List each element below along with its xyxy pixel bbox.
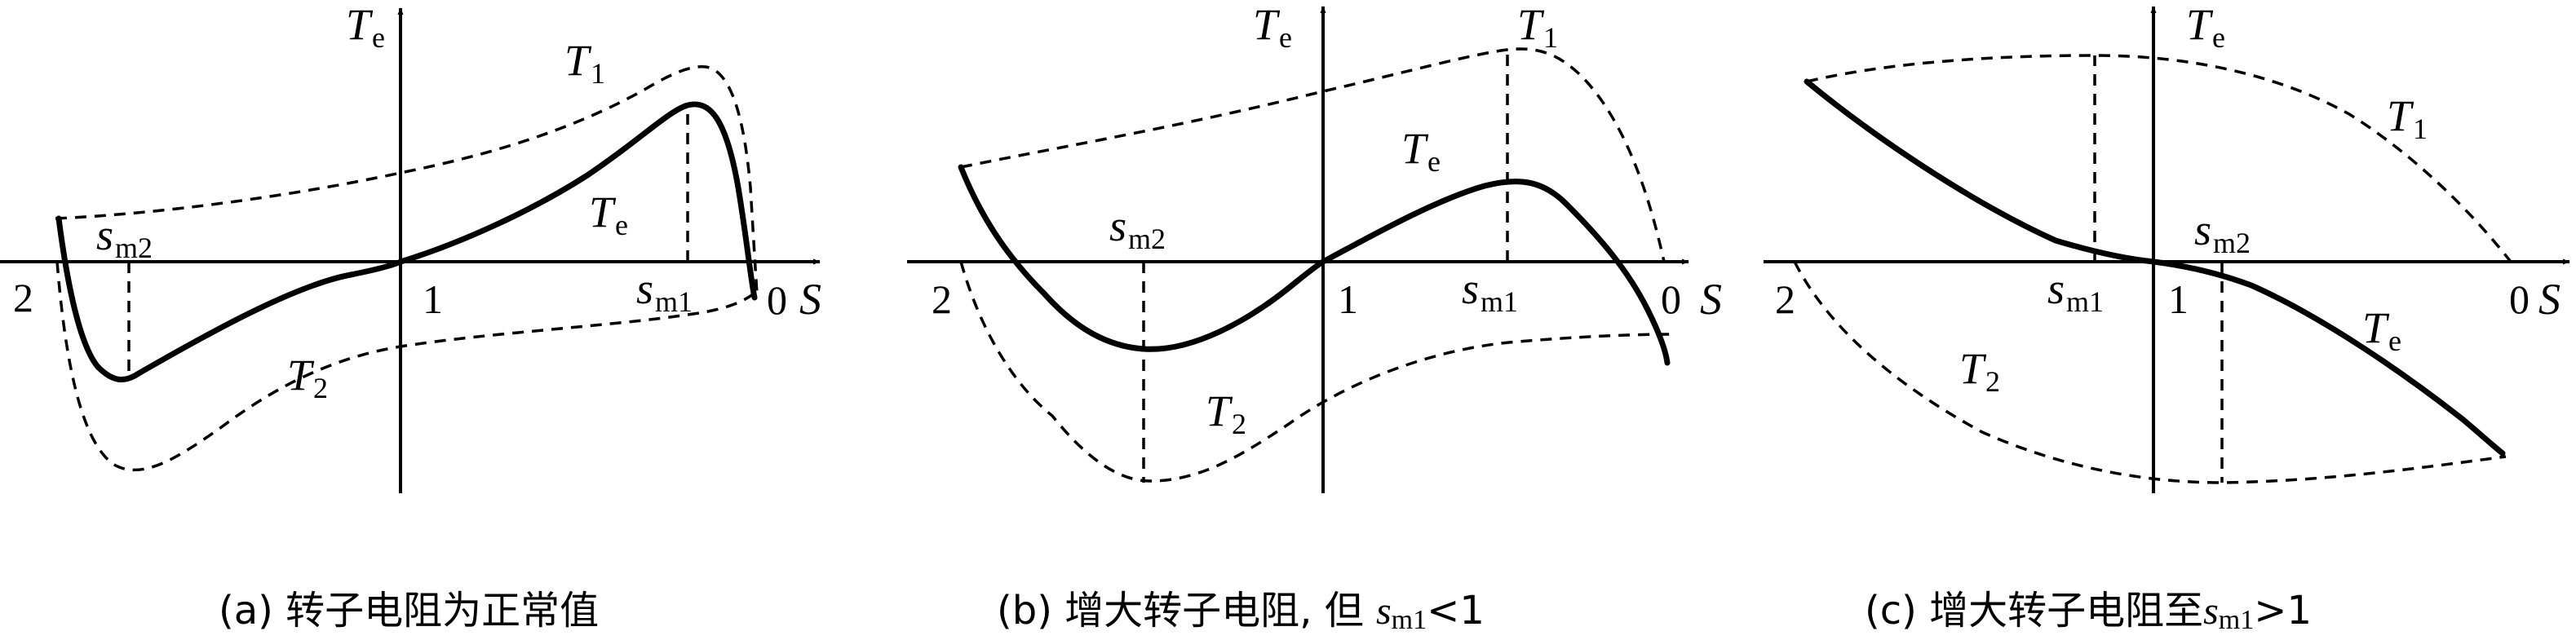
panel-c-caption-sub: m1	[2219, 605, 2254, 635]
panel-a-tick-2: 2	[13, 275, 33, 320]
panel-b-label-t1-sub: 1	[1543, 21, 1558, 54]
panel-c-curve-t2	[1793, 261, 2507, 484]
svg-text:Te: Te	[346, 0, 385, 54]
panel-b-label-sm1: s	[1462, 264, 1479, 313]
panel-a-label-sm1-sub: m1	[655, 285, 693, 318]
svg-text:T1: T1	[1517, 0, 1558, 54]
svg-text:T2: T2	[287, 351, 328, 404]
panel-a-tick-1: 1	[423, 276, 443, 322]
panel-b-label-t2-sub: 2	[1232, 408, 1246, 440]
svg-text:T1: T1	[2387, 91, 2428, 145]
panel-b-label-t2: T	[1206, 386, 1233, 435]
panel-c-label-te: T	[2362, 303, 2390, 352]
panel-c-label-t1-sub: 1	[2413, 113, 2428, 145]
panel-c-label-sm2-sub: m2	[2213, 227, 2251, 259]
panel-c-label-te-sub: e	[2388, 324, 2401, 357]
panel-b-caption-rel: <1	[1427, 588, 1485, 633]
panel-a-label-te: T	[589, 188, 617, 236]
panel-c-tick-0: 0	[2509, 276, 2530, 322]
svg-text:T2: T2	[1959, 344, 2000, 398]
panel-b-curve-te	[958, 164, 1671, 366]
svg-text:Te: Te	[2362, 303, 2401, 357]
svg-text:(c) 增大转子电阻至sm1>1: (c) 增大转子电阻至sm1>1	[1865, 588, 2312, 635]
panel-a-label-sm2-sub: m2	[115, 232, 153, 264]
svg-text:Te: Te	[589, 188, 628, 241]
panel-b-label-te-sub: e	[1427, 145, 1441, 178]
panel-c-caption-rel: >1	[2254, 588, 2312, 633]
panel-c-label-t2-sub: 2	[1985, 365, 2000, 398]
panel-c-label-sm1: s	[2047, 264, 2065, 313]
panel-a-y-axis-label: T	[346, 0, 374, 49]
panel-c-label-t2: T	[1959, 344, 1987, 393]
panel-c-y-axis-sub: e	[2212, 21, 2225, 54]
svg-text:sm1: sm1	[1462, 264, 1518, 318]
panel-a-label-sm1: s	[636, 264, 653, 313]
panel-a-label-sm2: s	[96, 210, 113, 259]
panel-b-y-axis-label: T	[1253, 0, 1281, 49]
panel-a-curve-t1	[55, 65, 759, 294]
panel-b-tick-2: 2	[932, 276, 952, 322]
panel-b-label-sm2-sub: m2	[1128, 223, 1166, 255]
panel-a-caption: (a) 转子电阻为正常值	[219, 588, 599, 633]
panel-c-caption-main: (c) 增大转子电阻至	[1865, 588, 2203, 633]
panel-c-label-t1: T	[2387, 91, 2414, 140]
panel-b-tick-0: 0	[1661, 276, 1681, 322]
svg-text:sm2: sm2	[1109, 201, 1166, 255]
panel-a-label-t2: T	[287, 351, 315, 399]
panel-b-x-axis-label: S	[1700, 275, 1722, 324]
svg-text:Te: Te	[2186, 0, 2225, 54]
panel-b-caption-sub: m1	[1392, 605, 1427, 635]
panel-b-curve-t1	[960, 47, 1666, 263]
panel-c: Te S 2 1 0 T1 Te T2 sm1 sm2 (c) 增大转子电阻至s…	[1764, 0, 2570, 635]
panel-c-tick-2: 2	[1775, 276, 1795, 322]
svg-text:sm2: sm2	[2194, 205, 2251, 259]
panel-c-y-axis-label: T	[2186, 0, 2214, 49]
panel-a-x-axis-label: S	[799, 275, 821, 324]
panel-a-label-t1: T	[564, 36, 592, 85]
svg-text:Te: Te	[1401, 124, 1441, 178]
svg-text:sm1: sm1	[2047, 264, 2104, 318]
svg-text:sm2: sm2	[96, 210, 153, 264]
panel-b-label-sm2: s	[1109, 201, 1126, 250]
panel-b-label-te: T	[1401, 124, 1429, 173]
panel-a-curve-t2	[55, 261, 760, 472]
panel-a-label-t1-sub: 1	[591, 57, 605, 90]
panel-c-tick-1: 1	[2168, 276, 2189, 322]
panel-a-y-axis-sub: e	[372, 21, 385, 54]
panel-c-curve-te	[1804, 78, 2506, 457]
panel-a-tick-0: 0	[767, 277, 787, 323]
panel-b-tick-1: 1	[1338, 276, 1358, 322]
svg-text:(b) 增大转子电阻, 但 sm1<1: (b) 增大转子电阻, 但 sm1<1	[997, 588, 1485, 635]
panel-b-caption-s: s	[1376, 589, 1392, 633]
panel-a-label-t2-sub: 2	[313, 372, 328, 404]
panel-b-curve-t2	[959, 261, 1671, 483]
panel-c-label-sm1-sub: m1	[2066, 285, 2104, 318]
panel-b-caption-main: (b) 增大转子电阻, 但	[997, 588, 1376, 633]
panel-c-label-sm2: s	[2194, 205, 2211, 254]
panel-b-y-axis-sub: e	[1279, 21, 1292, 54]
svg-text:T1: T1	[564, 36, 605, 90]
svg-text:sm1: sm1	[636, 264, 693, 318]
panel-b: Te S 2 1 0 T1 Te T2 sm2 sm1 (b) 增大转子电阻, …	[907, 0, 1722, 635]
panel-b-label-sm1-sub: m1	[1481, 285, 1518, 318]
panel-b-label-t1: T	[1517, 0, 1545, 49]
panel-a: Te S 2 1 0 T1 Te T2 sm2 sm1 (a) 转子电阻为正常值	[0, 0, 821, 633]
panel-c-x-axis-label: S	[2538, 275, 2561, 324]
panel-c-caption-s: s	[2203, 589, 2219, 633]
panel-c-curve-t1	[1806, 54, 2512, 263]
panel-a-curve-te	[55, 101, 758, 382]
svg-text:Te: Te	[1253, 0, 1292, 54]
panel-a-label-te-sub: e	[615, 209, 628, 241]
svg-text:T2: T2	[1206, 386, 1246, 440]
